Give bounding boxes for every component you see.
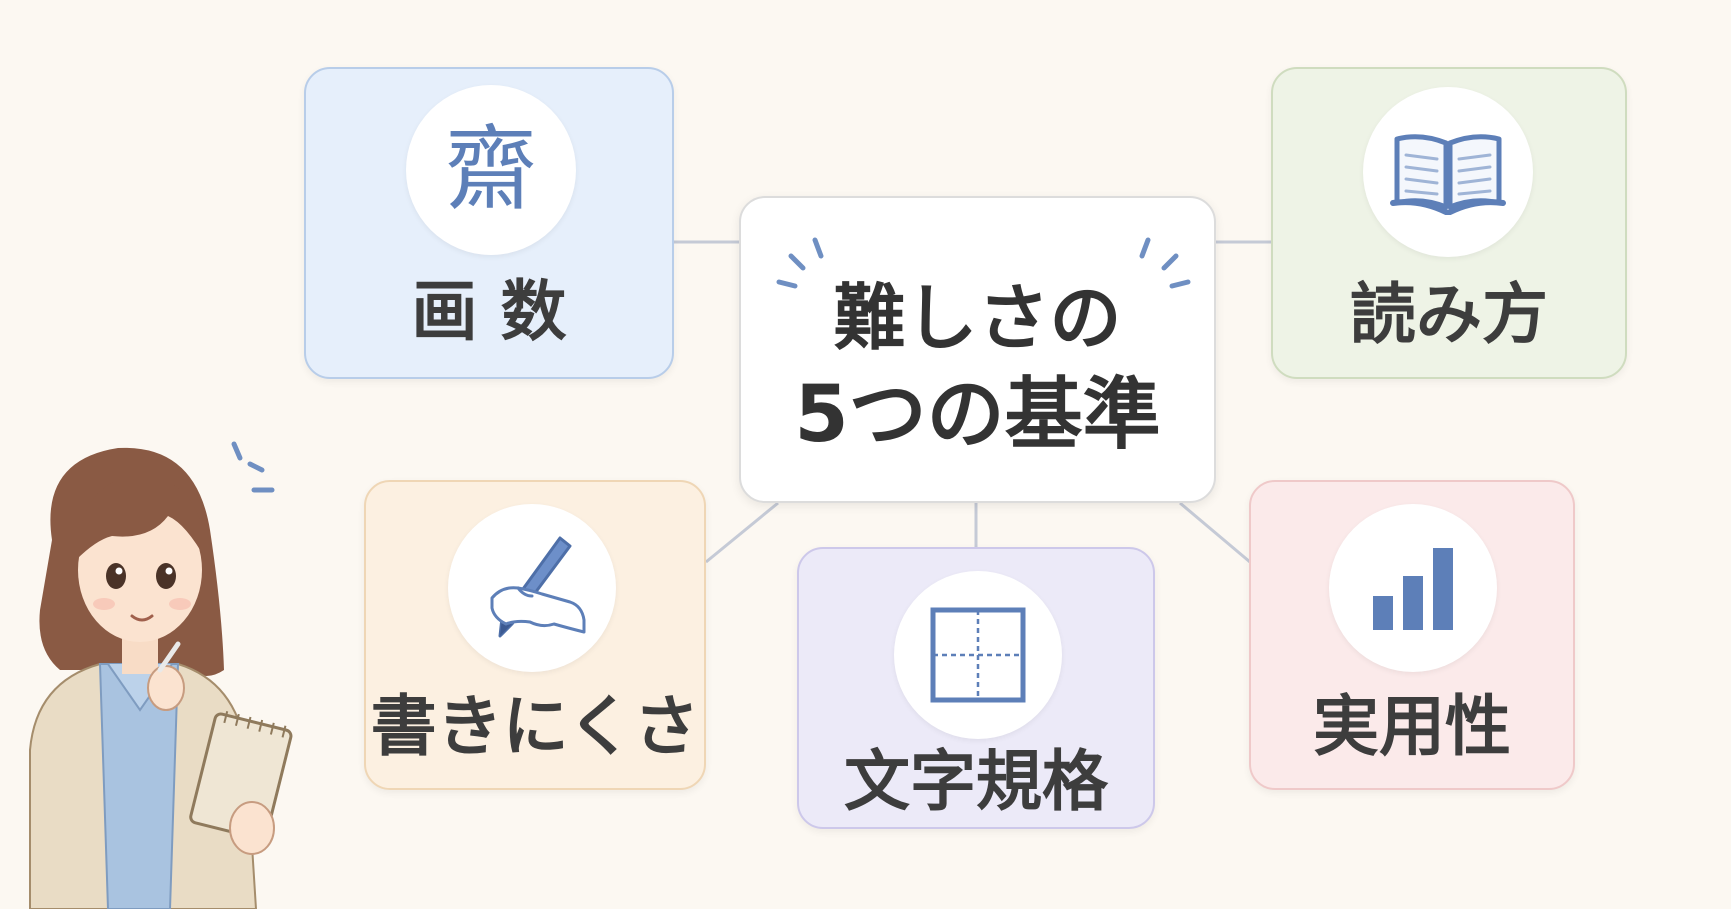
card-kakusu: 齋 画 数: [304, 67, 674, 379]
center-title-card: 難しさの 5つの基準: [739, 196, 1216, 503]
character-grid-icon: [930, 607, 1026, 703]
card-kikaku: 文字規格: [797, 547, 1155, 829]
card-label-jitsuyousei: 実用性: [1313, 688, 1511, 765]
thought-marks-icon: [231, 441, 275, 493]
jitsuyousei-icon-circle: [1329, 504, 1497, 672]
center-title-line1: 難しさの: [833, 276, 1122, 360]
hand-writing-pen-icon: [490, 536, 586, 638]
kanji-character-icon: 齋: [444, 116, 537, 223]
kakusu-icon-circle: 齋: [406, 85, 576, 255]
link-jitsuyousei: [1179, 501, 1251, 564]
sparkle-right-icon: [1139, 237, 1191, 289]
yomikata-icon-circle: [1363, 87, 1533, 257]
thinking-woman-illustration: [29, 441, 293, 909]
open-book-icon: [1390, 134, 1506, 215]
card-jitsuyousei: 実用性: [1249, 480, 1575, 790]
center-title-line2: 5つの基準: [794, 370, 1161, 460]
card-label-kakinikusa: 書きにくさ: [370, 688, 700, 765]
bar-chart-icon: [1373, 548, 1453, 630]
card-label-kakusu: 画 数: [411, 273, 567, 350]
link-kakinikusa: [705, 501, 779, 564]
card-label-kikaku: 文字規格: [844, 743, 1108, 820]
sparkle-left-icon: [776, 237, 824, 289]
card-kakinikusa: 書きにくさ: [364, 480, 706, 790]
kikaku-icon-circle: [894, 571, 1062, 739]
card-label-yomikata: 読み方: [1350, 276, 1548, 353]
card-yomikata: 読み方: [1271, 67, 1627, 379]
kakinikusa-icon-circle: [448, 504, 616, 672]
